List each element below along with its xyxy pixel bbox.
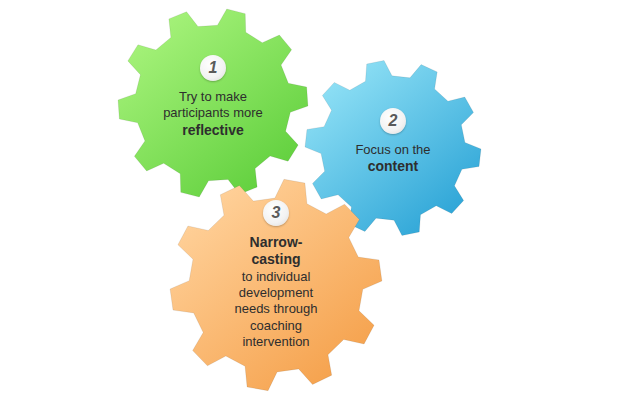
step-emphasis: reflective bbox=[182, 122, 243, 140]
gear-node: 2Focus on thecontent bbox=[305, 60, 481, 236]
gear-content: 3Narrow-castingto individual development… bbox=[226, 200, 326, 350]
step-text: Try to make participants more bbox=[154, 89, 272, 122]
step-number: 1 bbox=[200, 55, 226, 81]
gear-node: 1Try to make participants morereflective bbox=[118, 8, 308, 198]
gear-node: 3Narrow-castingto individual development… bbox=[170, 179, 382, 391]
gear-outline bbox=[305, 60, 481, 235]
step-text: to individual development needs through … bbox=[226, 269, 326, 350]
step-number: 3 bbox=[263, 200, 289, 226]
step-emphasis: content bbox=[368, 158, 419, 176]
gear-content: 2Focus on thecontent bbox=[338, 108, 448, 176]
gear-content: 1Try to make participants morereflective bbox=[154, 55, 272, 139]
step-text: Focus on the bbox=[355, 142, 430, 158]
step-emphasis: Narrow-casting bbox=[226, 234, 326, 269]
gear-outline bbox=[118, 9, 308, 197]
step-number: 2 bbox=[380, 108, 406, 134]
gear-outline bbox=[170, 179, 382, 390]
